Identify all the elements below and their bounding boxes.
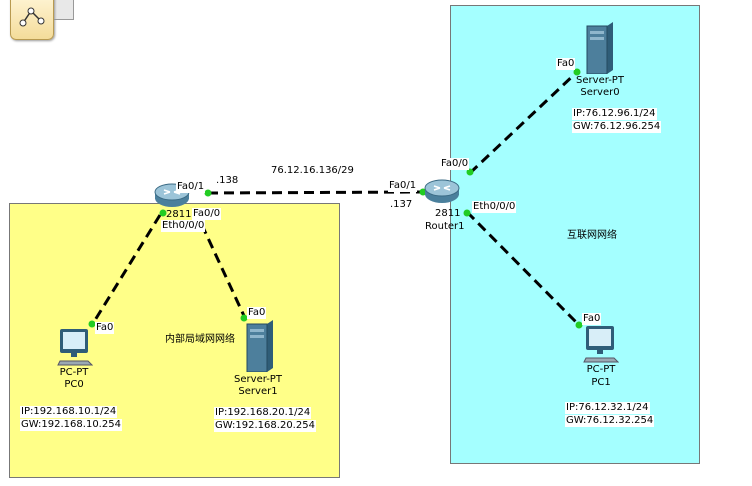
port-led xyxy=(575,321,583,329)
pc0-icon[interactable] xyxy=(57,328,94,366)
server1-gw: GW:192.168.20.254 xyxy=(214,420,316,432)
pc1-port-label: Fa0 xyxy=(582,313,602,325)
pc1-icon[interactable] xyxy=(583,325,620,363)
port-led xyxy=(419,188,427,196)
pc1-ip: IP:76.12.32.1/24 xyxy=(565,402,650,414)
server1-type: Server-PT xyxy=(234,374,282,385)
pc1-gw: GW:76.12.32.254 xyxy=(565,415,655,427)
server1-icon[interactable] xyxy=(245,320,275,373)
server0-name: Server0 xyxy=(580,87,620,98)
port-led xyxy=(463,209,471,217)
pc0-name: PC0 xyxy=(64,379,84,390)
port-led xyxy=(466,168,474,176)
router0-icon[interactable] xyxy=(154,180,190,210)
pc0-gw: GW:192.168.10.254 xyxy=(20,419,122,431)
pc0-port-label: Fa0 xyxy=(95,322,115,334)
internet-label: 互联网网络 xyxy=(567,230,617,241)
internal-network-label: 内部局域网网络 xyxy=(165,334,235,345)
router0-model: 2811 xyxy=(166,209,192,220)
port-led xyxy=(159,209,167,217)
server1-name: Server1 xyxy=(238,386,278,397)
router1-fa01-label: Fa0/1 xyxy=(388,180,418,192)
pc0-type: PC-PT xyxy=(59,367,89,378)
router1-eth-label: Eth0/0/0 xyxy=(472,201,517,213)
pc1-type: PC-PT xyxy=(586,364,616,375)
port-led xyxy=(88,320,96,328)
router0-eth-label: Eth0/0/0 xyxy=(161,220,206,232)
server1-ip: IP:192.168.20.1/24 xyxy=(214,407,312,419)
port-led xyxy=(204,189,212,197)
server1-port-label: Fa0 xyxy=(247,307,267,319)
router0-fa01-label: Fa0/1 xyxy=(176,181,206,193)
internet-area xyxy=(450,5,700,464)
router1-ip-suffix: .137 xyxy=(390,199,413,210)
logical-workspace-icon[interactable] xyxy=(10,0,54,40)
link-r0-r1 xyxy=(207,190,424,195)
port-led xyxy=(240,314,248,322)
router1-fa00-label: Fa0/0 xyxy=(440,158,470,170)
pc0-ip: IP:192.168.10.1/24 xyxy=(20,406,118,418)
router0-fa00-label: Fa0/0 xyxy=(192,208,222,220)
router1-model: 2811 xyxy=(435,208,461,219)
router1-name: Router1 xyxy=(425,221,465,232)
server0-port-label: Fa0 xyxy=(556,58,576,70)
router1-icon[interactable] xyxy=(424,176,460,206)
pc1-name: PC1 xyxy=(591,377,611,388)
link-r0-pc0 xyxy=(90,214,162,326)
link-r1-server0 xyxy=(468,70,579,175)
server0-type: Server-PT xyxy=(576,75,624,86)
router0-ip-suffix: .138 xyxy=(216,175,239,186)
server0-icon[interactable] xyxy=(585,22,615,75)
server0-ip: IP:76.12.96.1/24 xyxy=(572,108,657,120)
link-r1-pc1 xyxy=(465,210,582,328)
wan-link-label: 76.12.16.136/29 xyxy=(271,165,354,176)
port-led xyxy=(573,68,581,76)
server0-gw: GW:76.12.96.254 xyxy=(572,121,662,133)
